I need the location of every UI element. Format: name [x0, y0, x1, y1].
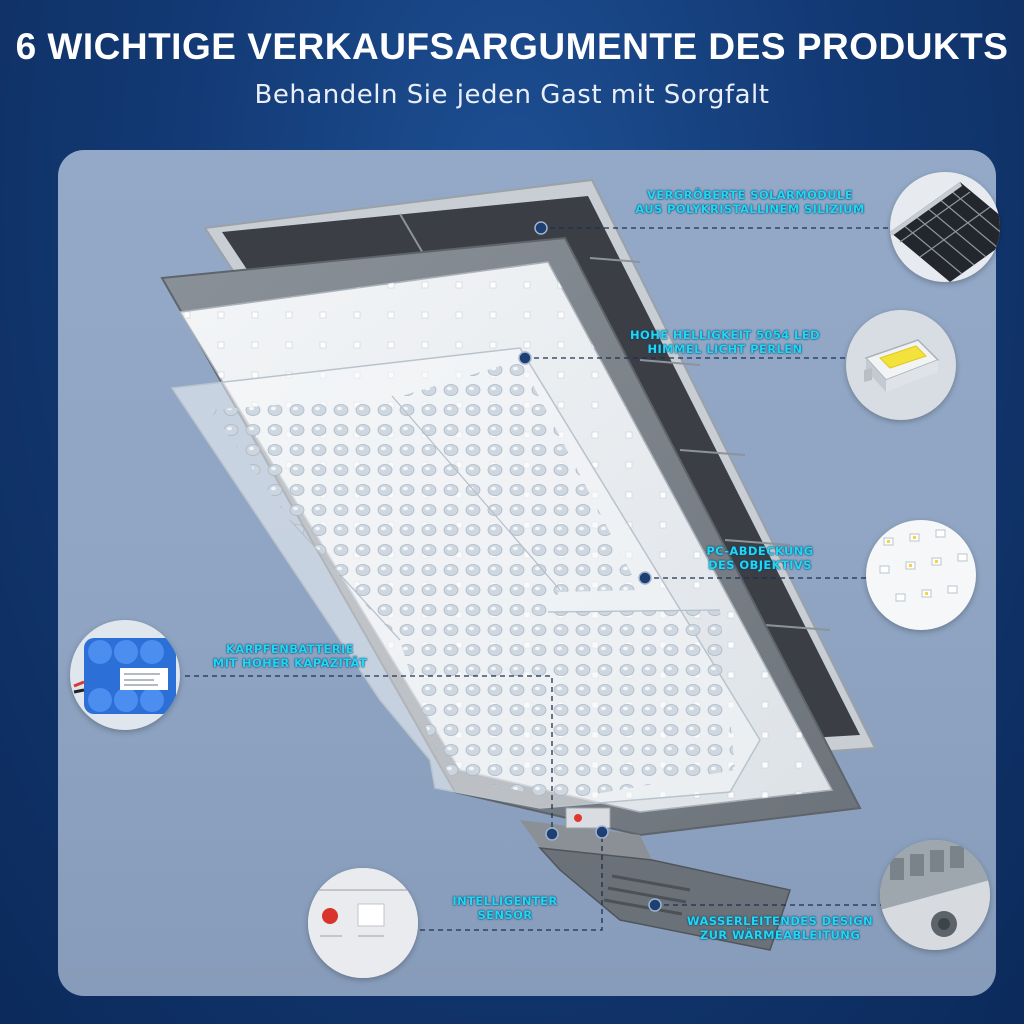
feature-label-lens: PC-ABDECKUNG DES OBJEKTIVS	[660, 544, 860, 572]
feature-label-line: AUS POLYKRISTALLINEM SILIZIUM	[635, 202, 865, 216]
feature-label-line: SENSOR	[477, 908, 533, 922]
feature-label-line: DES OBJEKTIVS	[708, 558, 812, 572]
callout-dots	[518, 221, 662, 912]
lens-cover-icon	[866, 520, 976, 630]
feature-label-line: KARPFENBATTERIE	[225, 642, 354, 656]
feature-label-sensor: INTELLIGENTER SENSOR	[420, 894, 590, 922]
feature-label-line: MIT HOHER KAPAZITÄT	[212, 656, 368, 670]
feature-label-line: PC-ABDECKUNG	[706, 544, 814, 558]
feature-label-line: HOHE HELLIGKEIT 5054 LED	[630, 328, 820, 342]
led-chip-icon	[846, 310, 956, 420]
feature-label-line: VERGRÖBERTE SOLARMODULE	[647, 188, 853, 202]
feature-label-line: ZUR WÄRMEABLEITUNG	[699, 928, 861, 942]
feature-label-led: HOHE HELLIGKEIT 5054 LED HIMMEL LICHT PE…	[590, 328, 860, 356]
pc-lens-cover	[170, 347, 761, 809]
feature-label-solar: VERGRÖBERTE SOLARMODULE AUS POLYKRISTALL…	[600, 188, 900, 216]
sensor-icon	[308, 868, 418, 978]
callout-lines	[185, 227, 890, 931]
page-title: 6 WICHTIGE VERKAUFSARGUMENTE DES PRODUKT…	[15, 26, 1009, 67]
page-subtitle: Behandeln Sie jeden Gast mit Sorgfalt	[254, 80, 770, 110]
battery-icon	[70, 620, 180, 730]
feature-label-line: WASSERLEITENDES DESIGN	[686, 914, 874, 928]
feature-label-line: INTELLIGENTER	[452, 894, 558, 908]
solar-panel-icon	[890, 172, 1000, 282]
feature-label-heat-sink: WASSERLEITENDES DESIGN ZUR WÄRMEABLEITUN…	[660, 914, 900, 942]
heat-sink-icon	[880, 840, 990, 950]
feature-label-line: HIMMEL LICHT PERLEN	[647, 342, 803, 356]
feature-label-battery: KARPFENBATTERIE MIT HOHER KAPAZITÄT	[170, 642, 410, 670]
